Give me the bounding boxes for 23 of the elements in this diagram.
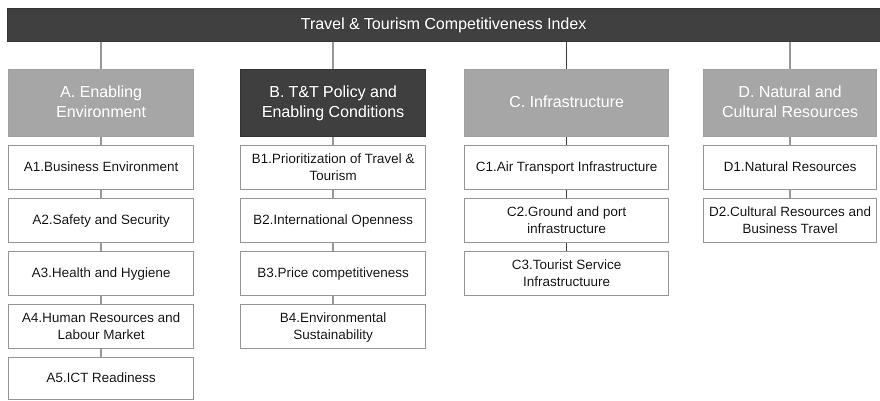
indicator-box: B4.Environmental Sustainability	[240, 304, 426, 349]
index-banner: Travel & Tourism Competitiveness Index	[7, 8, 880, 42]
indicator-box: B3.Price competitiveness	[240, 251, 426, 296]
connector-line	[566, 42, 568, 69]
indicator-box: C3.Tourist Service Infrastructuure	[464, 251, 669, 296]
indicator-box: C1.Air Transport Infrastructure	[464, 145, 669, 190]
indicator-box: A3.Health and Hygiene	[8, 251, 194, 296]
indicator-box: A4.Human Resources and Labour Market	[8, 304, 194, 349]
indicator-box: B2.International Openness	[240, 198, 426, 243]
indicator-box: B1.Prioritization of Travel & Tourism	[240, 145, 426, 190]
indicator-box: D1.Natural Resources	[703, 145, 877, 190]
indicator-box: A1.Business Environment	[8, 145, 194, 190]
indicator-box: C2.Ground and port infrastructure	[464, 198, 669, 243]
pillar-box: A. Enabling Environment	[8, 69, 194, 137]
pillar-box: D. Natural and Cultural Resources	[703, 69, 877, 137]
connector-line	[789, 42, 791, 69]
indicator-box: A5.ICT Readiness	[8, 357, 194, 400]
indicator-box: A2.Safety and Security	[8, 198, 194, 243]
indicator-box: D2.Cultural Resources and Business Travel	[703, 198, 877, 243]
connector-line	[332, 42, 334, 69]
pillar-box: C. Infrastructure	[464, 69, 669, 137]
connector-line	[100, 42, 102, 69]
pillar-box: B. T&T Policy and Enabling Conditions	[240, 69, 426, 137]
